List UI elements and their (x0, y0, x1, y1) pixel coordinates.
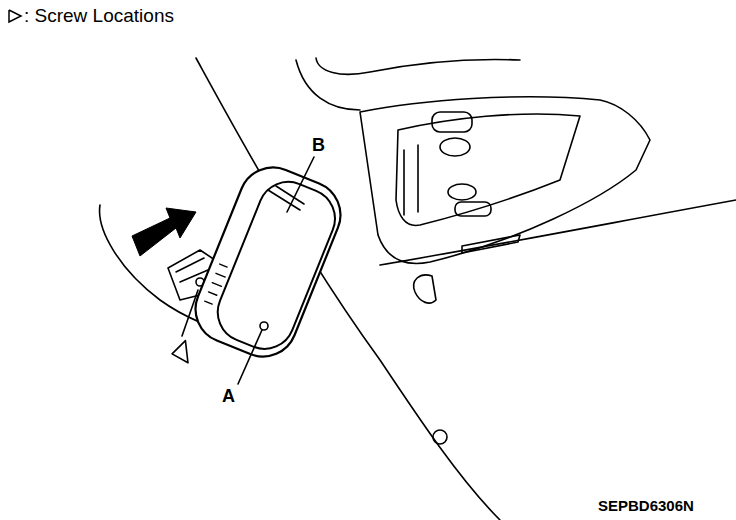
screw-hole (260, 322, 268, 330)
mirror-mount (176, 258, 208, 282)
legend-text: : Screw Locations (24, 5, 174, 27)
lamp-switch (455, 202, 491, 216)
direction-arrow (132, 208, 196, 256)
lamp-switch (432, 112, 472, 132)
mirror-buttons (205, 264, 229, 305)
overhead-console (360, 97, 650, 264)
screw-marker-symbol (9, 10, 21, 22)
callout-letter: B (312, 136, 325, 154)
console-slot (462, 235, 520, 253)
screw-marker (171, 338, 195, 363)
callout-letter: A (222, 387, 235, 405)
clip (414, 275, 436, 303)
roof-edge (316, 58, 520, 74)
hole (433, 430, 447, 444)
lamp-lens (440, 138, 470, 156)
leader-line (182, 290, 198, 336)
leader-line (287, 157, 314, 212)
mirror-housing (185, 157, 350, 367)
console-lamp-panel (396, 114, 580, 225)
legend-row: : Screw Locations (6, 5, 174, 27)
mirror-glass (209, 173, 344, 358)
console-rib (404, 145, 418, 215)
figure-code: SEPBD6306N (598, 498, 694, 513)
leader-line (238, 330, 262, 384)
hidden-edge (100, 58, 196, 205)
roof-edge (380, 200, 736, 265)
lamp-lens (448, 184, 476, 200)
legend-swatch (6, 7, 24, 25)
roof-edge (296, 60, 360, 110)
